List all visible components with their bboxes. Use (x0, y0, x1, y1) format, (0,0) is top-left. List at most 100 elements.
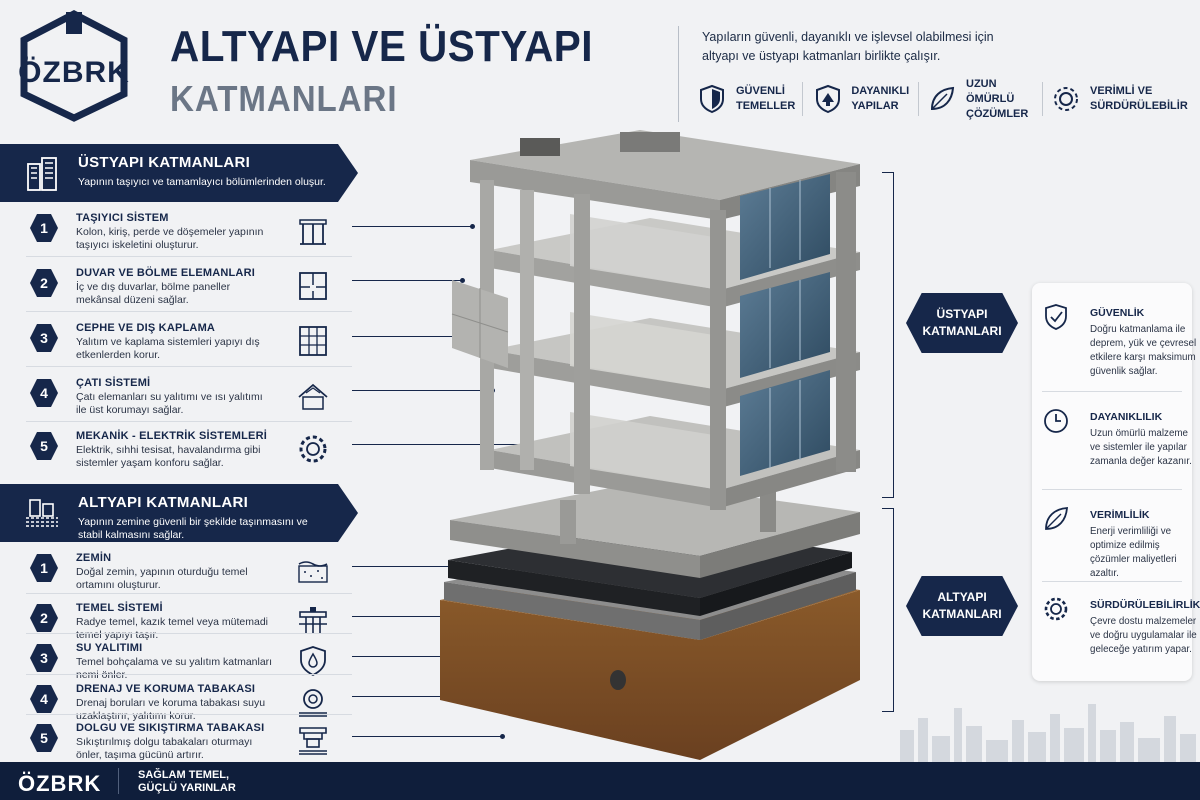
divider (26, 674, 352, 675)
list-item: 2 DUVAR VE BÖLME ELEMANLARI İç ve dış du… (0, 261, 352, 315)
ustyapi-side-label: ÜSTYAPI KATMANLARI (906, 293, 1018, 353)
item-text: Sıkıştırılmış dolgu tabakaları oturmayı … (76, 736, 253, 761)
item-text: Çatı elemanları su yalıtımı ve ısı yalıt… (76, 391, 263, 416)
ustyapi-bracket (882, 172, 894, 498)
item-title: DRENAJ VE KORUMA TABAKASI (76, 683, 256, 695)
feature-long-life: UZUN ÖMÜRLÜ ÇÖZÜMLER (926, 78, 1038, 120)
benefit-title: VERİMLİLİK (1090, 509, 1150, 521)
leader-line (352, 734, 505, 739)
item-title: TEMEL SİSTEMİ (76, 602, 163, 614)
item-number: 1 (30, 554, 58, 582)
item-text: Doğal zemin, yapının oturduğu temel orta… (76, 566, 248, 591)
list-item: 4 DRENAJ VE KORUMA TABAKASI Drenaj borul… (0, 677, 352, 731)
feature-secure-foundations: GÜVENLİ TEMELLER (696, 78, 796, 120)
benefit-text: Enerji verimliliği ve optimize edilmiş ç… (1090, 526, 1177, 579)
item-number: 3 (30, 644, 58, 672)
item-number: 4 (30, 379, 58, 407)
item-title: ZEMİN (76, 552, 112, 564)
feature-label: UZUN ÖMÜRLÜ ÇÖZÜMLER (966, 77, 1029, 120)
page-subtitle: KATMANLARI (170, 78, 398, 119)
item-title: CEPHE VE DIŞ KAPLAMA (76, 322, 216, 334)
item-title: DUVAR VE BÖLME ELEMANLARI (76, 267, 255, 279)
feature-label: VERİMLİ VE SÜRDÜRÜLEBİLİR (1090, 85, 1188, 112)
water-shield-icon (296, 644, 330, 678)
benefit-text: Çevre dostu malzemeler ve doğru uygulama… (1090, 616, 1197, 655)
footer-slogan-line: GÜÇLÜ YARINLAR (138, 782, 236, 794)
feature-divider (918, 82, 919, 116)
compactor-icon (296, 724, 330, 758)
footer: ÖZBRK SAĞLAM TEMEL, GÜÇLÜ YARINLAR (0, 762, 1200, 800)
feature-divider (1042, 82, 1043, 116)
leaf-icon (1042, 505, 1070, 533)
list-item: 1 TAŞIYICI SİSTEM Kolon, kiriş, perde ve… (0, 206, 352, 260)
altyapi-title: ALTYAPI KATMANLARI (78, 494, 249, 511)
altyapi-bracket (882, 508, 894, 712)
altyapi-banner: ALTYAPI KATMANLARI Yapının zemine güvenl… (0, 484, 358, 542)
item-text: Yalıtım ve kaplama sistemleri yapıyı dış… (76, 336, 260, 361)
list-item: 1 ZEMİN Doğal zemin, yapının oturduğu te… (0, 546, 352, 600)
item-text: Drenaj boruları ve koruma tabakası suyu … (76, 697, 266, 722)
benefit-title: SÜRDÜRÜLEBİLİRLİK (1090, 599, 1200, 611)
skyline-decoration (900, 704, 1196, 762)
item-text: İç ve dış duvarlar, bölme paneller mekân… (76, 281, 231, 306)
building-icon (24, 156, 60, 192)
divider (1042, 391, 1182, 392)
soil-icon (296, 554, 330, 588)
divider (26, 421, 352, 422)
leader-line (352, 224, 475, 229)
item-text: Radye temel, kazık temel veya mütemadi t… (76, 616, 268, 641)
item-text: Kolon, kiriş, perde ve döşemeler yapının… (76, 226, 264, 251)
item-number: 5 (30, 724, 58, 752)
item-title: DOLGU VE SIKIŞTIRMA TABAKASI (76, 722, 265, 734)
intro-text: Yapıların güvenli, dayanıklı ve işlevsel… (702, 30, 994, 63)
footer-slogan-line: SAĞLAM TEMEL, (138, 769, 230, 781)
footer-slogan: SAĞLAM TEMEL, GÜÇLÜ YARINLAR (138, 769, 236, 795)
list-item: 2 TEMEL SİSTEMİ Radye temel, kazık temel… (0, 596, 352, 650)
ustyapi-title: ÜSTYAPI KATMANLARI (78, 154, 251, 171)
building-illustration (440, 130, 860, 760)
benefit-text: Uzun ömürlü malzeme ve sistemler ile yap… (1090, 428, 1192, 467)
logo: ÖZBRK (14, 10, 134, 122)
item-title: SU YALITIMI (76, 642, 143, 654)
item-number: 3 (30, 324, 58, 352)
item-number: 2 (30, 604, 58, 632)
roof-icon (296, 379, 330, 413)
header-divider (678, 26, 679, 122)
floor-plan-icon (296, 269, 330, 303)
item-title: TAŞIYICI SİSTEM (76, 212, 169, 224)
feature-label: DAYANIKLI YAPILAR (851, 85, 910, 112)
clock-icon (1042, 407, 1070, 435)
feature-label: GÜVENLİ TEMELLER (736, 85, 796, 112)
logo-frame-icon (20, 10, 128, 122)
gear-icon (1042, 595, 1070, 623)
gear-icon (296, 432, 330, 466)
item-text: Temel bohçalama ve su yalıtım katmanları… (76, 656, 273, 681)
feature-divider (802, 82, 803, 116)
divider (26, 714, 352, 715)
list-item: 5 DOLGU VE SIKIŞTIRMA TABAKASI Sıkıştırı… (0, 716, 352, 770)
divider (26, 366, 352, 367)
item-title: MEKANİK - ELEKTRİK SİSTEMLERİ (76, 430, 267, 442)
pile-icon (296, 604, 330, 638)
item-title: ÇATI SİSTEMİ (76, 377, 151, 389)
divider (26, 311, 352, 312)
item-number: 1 (30, 214, 58, 242)
drain-pipe-icon (296, 685, 330, 719)
feature-efficient: VERİMLİ VE SÜRDÜRÜLEBİLİR (1050, 78, 1190, 120)
altyapi-side-label: ALTYAPI KATMANLARI (906, 576, 1018, 636)
altyapi-subtitle: Yapının zemine güvenli bir şekilde taşın… (78, 516, 308, 541)
divider (26, 633, 352, 634)
footer-brand: ÖZBRK (18, 771, 102, 796)
benefits-panel: GÜVENLİK Doğru katmanlama ile deprem, yü… (1032, 283, 1200, 681)
list-item: 4 ÇATI SİSTEMİ Çatı elemanları su yalıtı… (0, 371, 352, 425)
gear-icon (1050, 83, 1082, 115)
divider (26, 256, 352, 257)
shield-icon (696, 83, 728, 115)
frame-icon (296, 214, 330, 248)
ustyapi-subtitle: Yapının taşıyıcı ve tamamlayıcı bölümler… (78, 176, 326, 188)
benefit-title: GÜVENLİK (1090, 307, 1145, 319)
item-number: 2 (30, 269, 58, 297)
ustyapi-banner: ÜSTYAPI KATMANLARI Yapının taşıyıcı ve t… (0, 144, 358, 202)
divider (1042, 489, 1182, 490)
shield-check-icon (1042, 303, 1070, 331)
